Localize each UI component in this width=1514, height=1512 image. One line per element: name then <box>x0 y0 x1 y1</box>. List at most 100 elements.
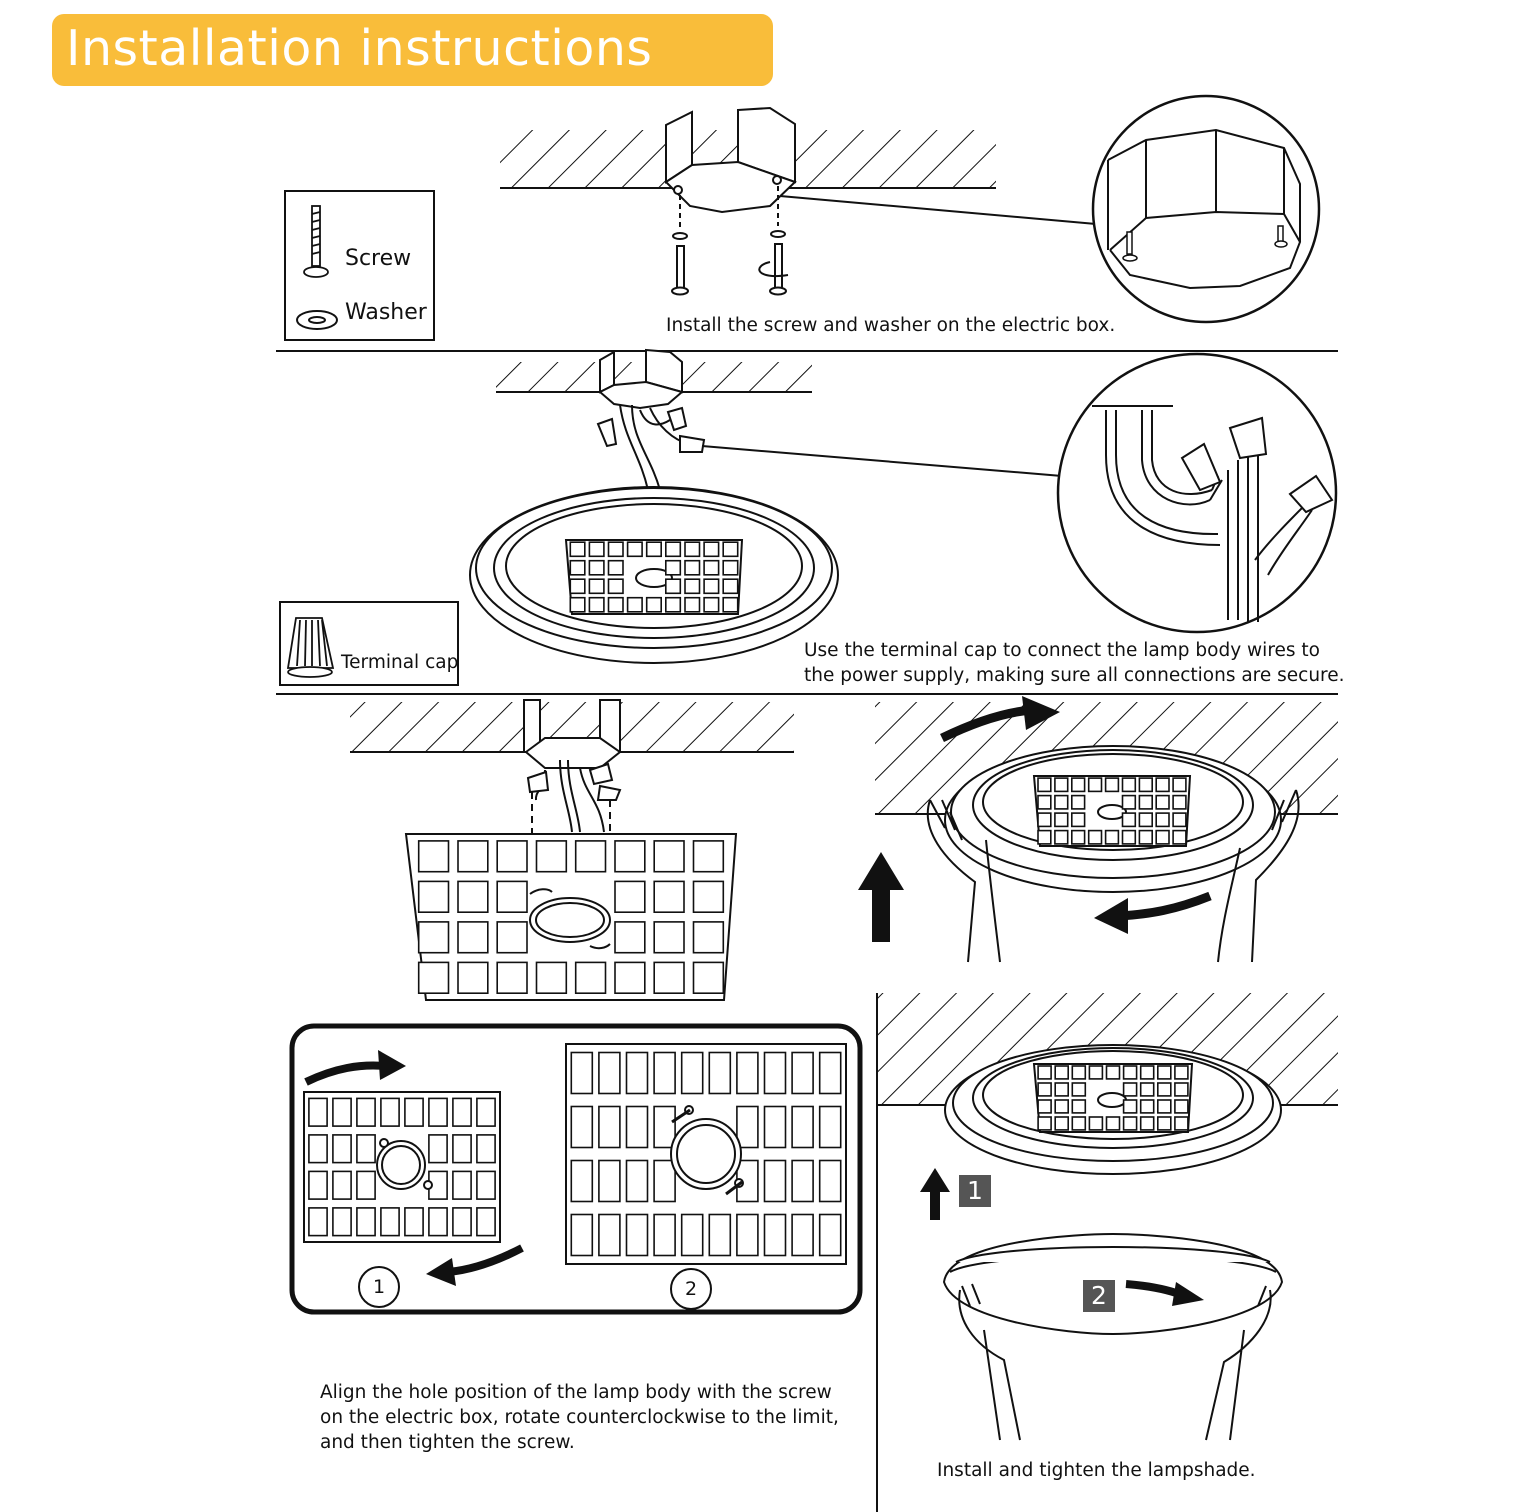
grid-cell <box>708 1213 732 1257</box>
step2-caption: Use the terminal cap to connect the lamp… <box>804 640 1345 686</box>
grid-cell <box>1138 829 1154 845</box>
grid-cell <box>645 596 663 613</box>
grid-cell <box>417 921 450 954</box>
grid-cell <box>818 1105 842 1149</box>
grid-cell <box>598 1105 621 1149</box>
grid-cell <box>1139 1116 1155 1131</box>
grid-cell <box>332 1207 352 1237</box>
grid-cell <box>1157 1065 1172 1080</box>
grid-cell <box>417 880 450 914</box>
up-arrow-3b <box>858 852 904 942</box>
grid-cell <box>588 559 605 576</box>
grid-cell <box>607 578 624 595</box>
grid-cell <box>653 1159 676 1203</box>
grid-cell <box>1122 1099 1138 1114</box>
title-banner: Installation instructions <box>52 14 773 86</box>
grid-cell <box>1172 794 1187 810</box>
grid-cell <box>818 1213 842 1257</box>
grid-cell <box>1157 1082 1172 1097</box>
grid-cell <box>404 1207 424 1237</box>
grid-cell <box>535 840 568 873</box>
electric-box-2 <box>598 348 685 410</box>
grid-cell <box>625 1213 649 1257</box>
grid-cell <box>570 1159 594 1203</box>
grid-cell <box>1104 829 1120 845</box>
grid-cell <box>736 1213 759 1257</box>
grid-cell <box>380 1097 400 1127</box>
grid-cell <box>1174 1082 1189 1097</box>
grid-cell <box>1139 1082 1155 1097</box>
step4-caption: Install and tighten the lampshade. <box>937 1460 1256 1481</box>
grid-cell <box>1037 777 1052 793</box>
step-badge-2: 2 <box>1083 1280 1115 1312</box>
grid-cell <box>1105 1065 1121 1080</box>
grid-cell <box>598 1051 621 1095</box>
grid-cell <box>452 1134 472 1164</box>
grid-cell <box>680 1051 704 1095</box>
grid-cell <box>1172 777 1187 793</box>
grid-cell <box>332 1134 352 1164</box>
grid-cell <box>1174 1116 1189 1131</box>
grid-cell <box>457 880 489 914</box>
grid-cell <box>708 1051 732 1095</box>
step1-caption: Install the screw and washer on the elec… <box>666 315 1116 336</box>
grid-cell <box>356 1134 376 1164</box>
screw-label: Screw <box>345 246 412 271</box>
grid-cell <box>1174 1065 1189 1080</box>
grid-cell <box>1122 1082 1138 1097</box>
grid-cell <box>791 1213 814 1257</box>
grid-cell <box>664 541 682 558</box>
grid-cell <box>1071 1082 1087 1097</box>
grid-cell <box>428 1134 448 1164</box>
electric-box-3 <box>523 699 622 769</box>
grid-cell <box>722 559 739 576</box>
grid-cell <box>1121 777 1137 793</box>
grid-cell <box>1037 812 1052 828</box>
grid-cell <box>684 596 701 613</box>
grid-cell <box>653 961 685 995</box>
grid-cell <box>614 880 646 914</box>
grid-cell <box>570 1051 594 1095</box>
step-badge-1: 1 <box>959 1175 991 1207</box>
grid-cell <box>598 1213 621 1257</box>
grid-cell <box>535 961 568 995</box>
zoom-circle-box <box>1091 94 1321 324</box>
grid-cell <box>626 541 643 558</box>
grid-cell <box>736 1051 759 1095</box>
grid-cell <box>722 578 739 595</box>
grid-cell <box>653 840 685 873</box>
grid-cell <box>1071 829 1086 845</box>
grid-cell <box>1037 1099 1052 1114</box>
grid-cell <box>1138 812 1154 828</box>
grid-cell <box>653 880 685 914</box>
grid-cell <box>476 1170 496 1200</box>
grid-cell <box>722 596 739 613</box>
grid-cell <box>569 541 586 558</box>
grid-cell <box>1054 777 1069 793</box>
grid-cell <box>1037 1082 1052 1097</box>
grid-cell <box>607 596 624 613</box>
wires-step2 <box>619 404 691 491</box>
zoom-circle-wires <box>1056 352 1338 634</box>
grid-cell <box>1121 794 1137 810</box>
grid-cell <box>417 961 450 995</box>
grid-cell <box>791 1159 814 1203</box>
grid-cell <box>1037 1065 1052 1080</box>
grid-cell <box>614 840 646 873</box>
grid-cell <box>457 840 489 873</box>
grid-cell <box>1071 1116 1087 1131</box>
grid-cell <box>1157 1116 1172 1131</box>
grid-cell <box>653 1105 676 1149</box>
grid-cell <box>1071 777 1086 793</box>
grid-cell <box>625 1105 649 1149</box>
grid-cell <box>332 1097 352 1127</box>
grid-cell <box>428 1207 448 1237</box>
grid-cell <box>1071 812 1086 828</box>
grid-cell <box>763 1213 787 1257</box>
grid-cell <box>569 578 586 595</box>
lamp-grid-step2 <box>569 541 739 613</box>
rotate-arrow-top <box>304 1061 386 1086</box>
lamp-grid-step3 <box>417 840 725 995</box>
grid-cell <box>703 596 720 613</box>
